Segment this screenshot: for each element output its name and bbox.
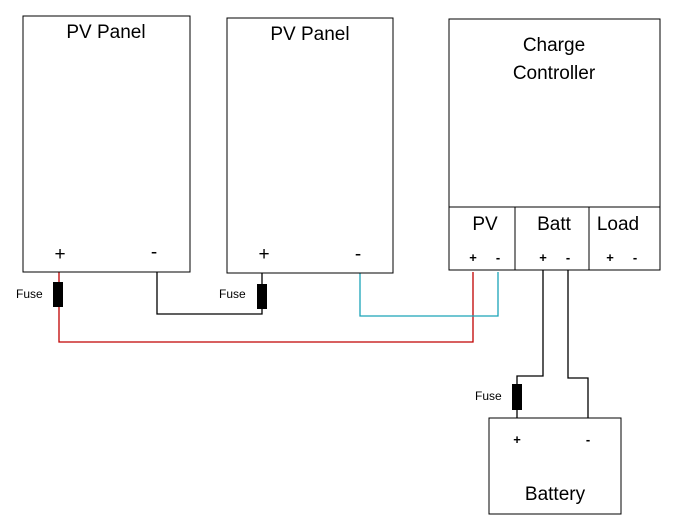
battery-minus: - xyxy=(586,432,590,447)
series-wire xyxy=(156,272,263,315)
negative-wire xyxy=(359,272,499,317)
charge-controller-title-line1: Charge xyxy=(523,35,585,56)
fuse-left-label: Fuse xyxy=(16,287,43,301)
battery-box xyxy=(488,417,622,515)
pv-panel-left-plus: + xyxy=(54,244,65,265)
fuse-left xyxy=(53,282,63,307)
fuse-battery xyxy=(512,384,522,410)
fuse-middle xyxy=(257,284,267,309)
controller-pv-plus: + xyxy=(469,250,477,265)
pv-panel-right-plus: + xyxy=(258,244,269,265)
pv-panel-left: PV Panel + - xyxy=(22,15,191,273)
pv-panel-right-minus: - xyxy=(355,244,361,265)
fuse-battery-label: Fuse xyxy=(475,389,502,403)
controller-batt-label: Batt xyxy=(537,214,572,235)
battery-title: Battery xyxy=(525,484,586,505)
battery-plus: + xyxy=(513,432,521,447)
controller-pv-label: PV xyxy=(472,214,498,235)
charge-controller-box xyxy=(448,18,661,271)
controller-load-plus: + xyxy=(606,250,614,265)
charge-controller: Charge Controller PV + - Batt + - Load +… xyxy=(448,18,661,271)
pv-panel-left-title: PV Panel xyxy=(66,22,145,43)
controller-batt-plus: + xyxy=(539,250,547,265)
controller-load-label: Load xyxy=(597,214,639,235)
pv-panel-right-box xyxy=(226,17,394,274)
pv-panel-right: PV Panel + - xyxy=(226,17,394,274)
controller-pv-minus: - xyxy=(496,250,500,265)
fuse-middle-label: Fuse xyxy=(219,287,246,301)
controller-load-minus: - xyxy=(633,250,637,265)
battery-negative-wire xyxy=(567,270,589,418)
pv-panel-right-title: PV Panel xyxy=(270,24,349,45)
pv-panel-left-minus: - xyxy=(151,242,157,263)
battery: + - Battery xyxy=(488,417,622,515)
controller-batt-minus: - xyxy=(566,250,570,265)
charge-controller-title-line2: Controller xyxy=(513,63,596,84)
pv-panel-left-box xyxy=(22,15,191,273)
